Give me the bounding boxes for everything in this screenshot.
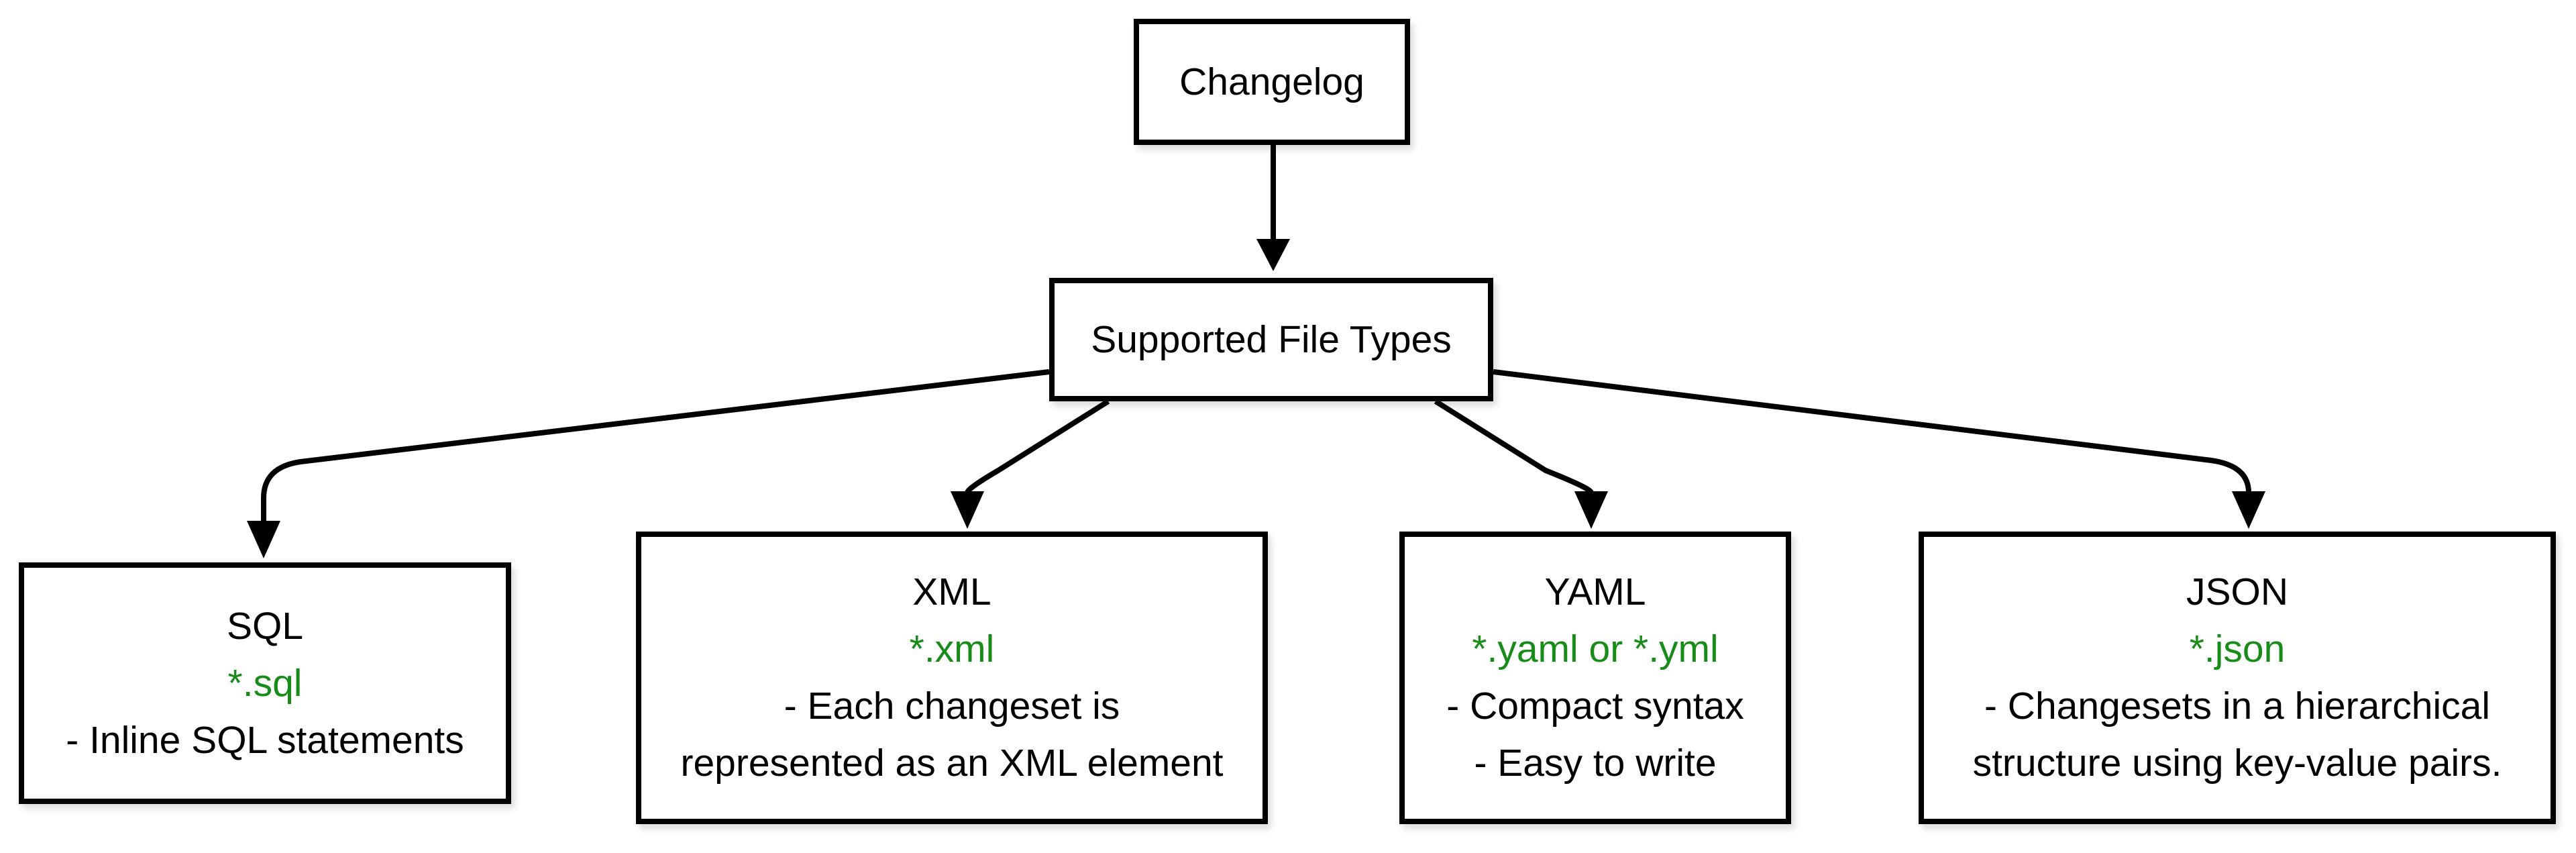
note-line: - Easy to write: [1474, 742, 1717, 785]
node-title: SQL: [226, 604, 304, 648]
file-pattern: *.yaml or *.yml: [1472, 628, 1719, 670]
node-json: JSON *.json - Changesets in a hierarchic…: [1919, 532, 2556, 824]
file-pattern: *.sql: [227, 661, 303, 705]
node-changelog: Changelog: [1134, 19, 1410, 145]
note-line: - Compact syntax: [1446, 685, 1744, 727]
node-title: YAML: [1544, 570, 1646, 613]
note-line: - Changesets in a hierarchical: [1984, 685, 2491, 727]
node-title: Changelog: [1179, 60, 1364, 103]
node-supported-file-types: Supported File Types: [1049, 278, 1493, 401]
file-pattern: *.xml: [909, 628, 995, 670]
edge-supported-file-types-to-sql: [261, 369, 1050, 521]
arrowhead-yaml: [1574, 491, 1608, 529]
arrowhead-xml: [951, 491, 984, 529]
edge-supported-file-types-to-json: [1493, 369, 2251, 493]
node-sql: SQL *.sql - Inline SQL statements: [19, 562, 511, 804]
note-line: structure using key-value pairs.: [1972, 742, 2502, 785]
edge-supported-file-types-to-yaml: [1434, 399, 1594, 494]
node-xml: XML *.xml - Each changeset is represente…: [636, 532, 1268, 824]
node-title: Supported File Types: [1091, 317, 1452, 361]
node-title: JSON: [2186, 570, 2289, 613]
note-line: represented as an XML element: [680, 742, 1224, 785]
arrowhead-sql: [247, 521, 280, 558]
node-yaml: YAML *.yaml or *.yml - Compact syntax - …: [1399, 532, 1791, 824]
file-pattern: *.json: [2189, 628, 2286, 670]
edge-supported-file-types-to-xml: [965, 399, 1110, 494]
note-line: - Inline SQL statements: [66, 718, 464, 762]
arrowhead-json: [2232, 491, 2265, 529]
note-line: - Each changeset is: [784, 685, 1120, 727]
arrowhead-supported-file-types: [1256, 239, 1290, 271]
node-title: XML: [912, 570, 991, 613]
